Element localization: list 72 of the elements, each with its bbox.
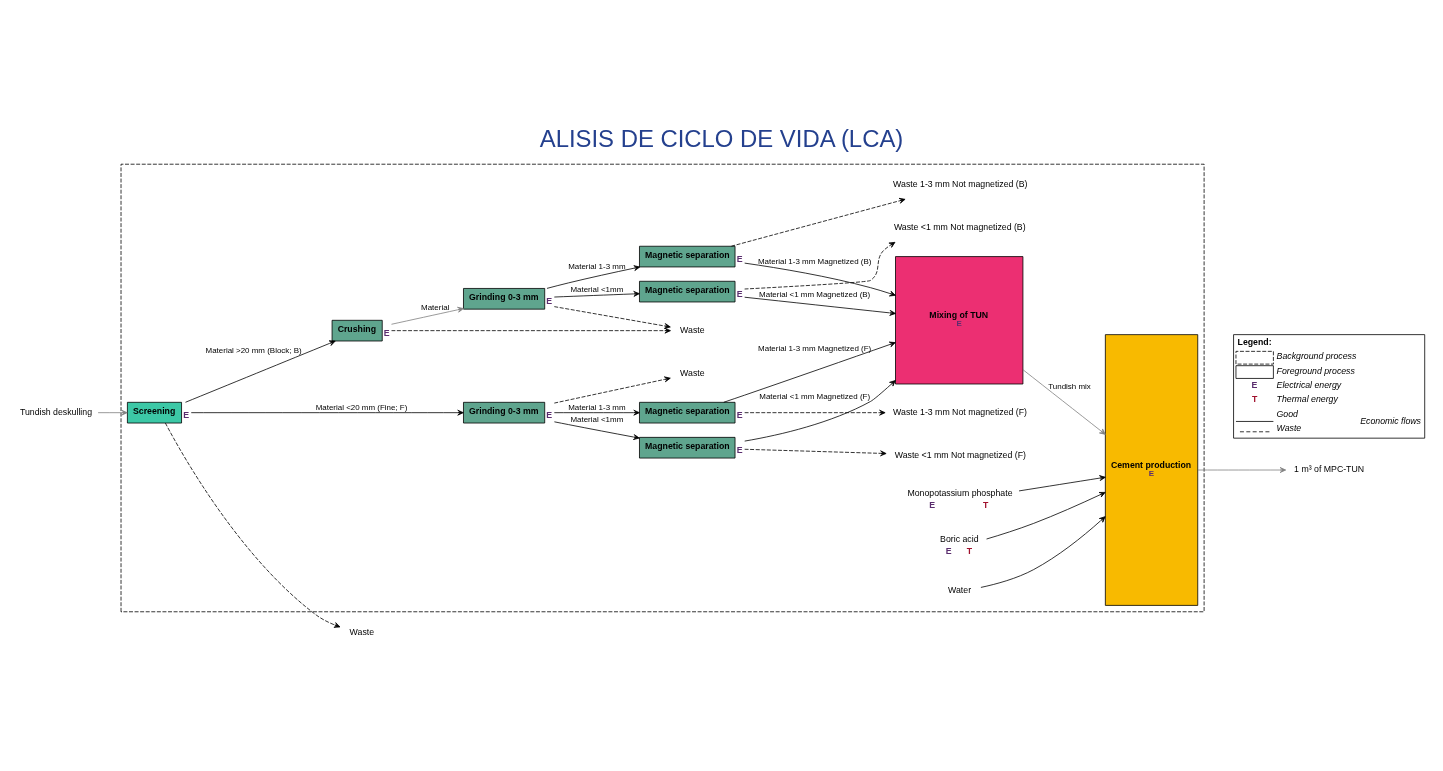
arrow <box>185 339 336 403</box>
arrow <box>744 379 896 441</box>
node-text: Waste <box>680 324 705 335</box>
edge-label: Material >20 mm (Block; B) <box>205 345 302 355</box>
arrow <box>553 409 640 416</box>
node-label: E <box>736 444 743 455</box>
arrow <box>723 341 896 403</box>
edge-label: Material <box>421 302 450 312</box>
node-label: E <box>546 409 553 420</box>
edge-label: Material <20 mm (Fine; F) <box>315 402 408 412</box>
node-text: Waste 1-3 mm Not magnetized (B) <box>893 178 1028 189</box>
node-label: E <box>383 327 390 338</box>
arrow <box>553 290 640 297</box>
arrow <box>391 327 671 334</box>
arrow <box>553 375 671 403</box>
node-text: Waste 1-3 mm Not magnetized (F) <box>893 406 1028 417</box>
node-text: Tundish deskulling <box>19 406 93 417</box>
node-text: Waste <1 mm Not magnetized (F) <box>894 449 1026 460</box>
legend-label: Waste <box>1276 422 1302 433</box>
node-label: T <box>983 499 989 510</box>
diagram-title: ALISIS DE CICLO DE VIDA (LCA) <box>539 124 904 152</box>
edge-label: Tundish mix <box>1048 381 1091 391</box>
node-label: E <box>736 253 743 264</box>
arrow <box>190 409 464 416</box>
node-text: Monopotassium phosphate <box>907 487 1013 498</box>
node-label: E <box>183 409 189 420</box>
arrow <box>731 197 906 247</box>
arrow <box>980 515 1106 588</box>
arrow <box>1018 474 1106 491</box>
arrow <box>1197 466 1287 473</box>
edge-label: Material 1-3 mm <box>568 261 626 271</box>
arrow <box>744 296 896 316</box>
legend-label: Electrical energy <box>1276 379 1342 390</box>
arrow <box>744 448 887 456</box>
arrow <box>546 264 641 289</box>
node-text: Waste <1 mm Not magnetized (B) <box>893 221 1026 232</box>
arrow <box>165 422 341 628</box>
legend-label: Good <box>1276 408 1298 418</box>
legend-label: Foreground process <box>1276 365 1355 375</box>
node-label: E <box>546 295 553 306</box>
arrow <box>986 491 1106 539</box>
arrow <box>744 241 896 289</box>
edge-label: Material 1-3 mm <box>568 402 626 412</box>
legend-label: Background process <box>1276 350 1357 361</box>
node-text: Waste <box>349 626 375 637</box>
arrow <box>1022 368 1106 435</box>
node-label: E <box>736 409 743 420</box>
node-text: 1 m³ of MPC-TUN <box>1294 463 1365 474</box>
node-label: T <box>966 545 973 556</box>
edge-label: Material <1 mm Magnetized (F) <box>759 391 871 401</box>
node-text: Water <box>948 584 972 595</box>
edge-label: Material 1-3 mm Magnetized (B) <box>757 256 872 266</box>
edge-label: Material <1mm <box>570 284 624 294</box>
label: Economic flows <box>1360 415 1421 426</box>
node-text: Boric acid <box>940 533 979 544</box>
arrow <box>97 409 128 416</box>
arrow <box>391 306 464 325</box>
label: E <box>1251 379 1258 390</box>
arrow <box>744 262 896 296</box>
node-label: E <box>945 545 952 556</box>
label: T <box>1251 393 1258 404</box>
label: Legend: <box>1237 336 1272 347</box>
legend-label: Thermal energy <box>1276 393 1338 404</box>
edge-label: Material 1-3 mm Magnetized (F) <box>758 343 872 353</box>
arrow <box>554 420 640 440</box>
edge-label: Material <1 mm Magnetized (B) <box>759 289 871 299</box>
edge-label: Material <1mm <box>570 414 624 424</box>
node-text: Waste <box>680 367 705 378</box>
arrow <box>744 409 886 416</box>
node-label: E <box>929 499 936 510</box>
node-label: E <box>736 288 743 299</box>
arrow <box>553 305 671 329</box>
